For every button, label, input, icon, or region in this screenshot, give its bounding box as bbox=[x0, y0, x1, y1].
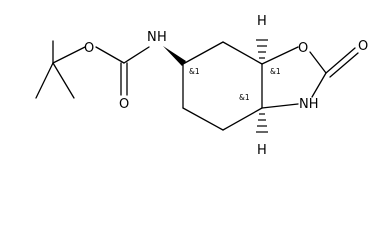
atom-n-carbamate: N bbox=[147, 30, 157, 45]
atom-h-bottom: H bbox=[257, 143, 267, 158]
bond-carbonyl-n bbox=[123, 46, 150, 64]
bond-n-c3a bbox=[261, 103, 299, 109]
bond-ring-c3a-c4 bbox=[222, 107, 263, 131]
bond-tbu-o bbox=[52, 46, 86, 64]
bond-o-c2 bbox=[309, 51, 327, 74]
molecule-structure: O O N H O O NH H H &1 &1 &1 bbox=[35, 14, 368, 158]
atom-o-ring: O bbox=[298, 41, 308, 56]
bond-tbu-methyl-left bbox=[35, 62, 54, 99]
atom-h-top: H bbox=[257, 14, 267, 29]
bond-o-carbonyl bbox=[95, 46, 125, 64]
stereo-hash-bottom bbox=[256, 113, 268, 133]
stereo-hash-top bbox=[256, 39, 268, 59]
bond-ring-c4-c5 bbox=[182, 107, 224, 131]
bond-tbu-methyl-right bbox=[52, 62, 75, 99]
bond-c2-o-double-b bbox=[329, 52, 359, 78]
stereo-label-c3a: &1 bbox=[239, 93, 250, 102]
atom-h-carbamate: H bbox=[157, 30, 167, 45]
stereo-wedge-n bbox=[163, 46, 186, 66]
stereo-label-c7a: &1 bbox=[270, 67, 281, 76]
bond-c2-n bbox=[311, 72, 327, 98]
bond-c7a-o bbox=[261, 46, 299, 65]
bond-ring-c6-c7 bbox=[182, 41, 224, 65]
atom-nh-ring: NH bbox=[299, 97, 319, 112]
atom-o-carbonyl-ring: O bbox=[358, 39, 368, 54]
stereo-label-c6: &1 bbox=[189, 67, 200, 76]
bond-ring-c7-c7a bbox=[222, 41, 263, 65]
atom-o-carbonyl-carbamate: O bbox=[119, 97, 129, 112]
structure-canvas: O O N H O O NH H H &1 &1 &1 bbox=[35, 14, 368, 158]
bond-c2-o-double-a bbox=[325, 47, 356, 74]
atom-o-ester: O bbox=[84, 41, 94, 56]
